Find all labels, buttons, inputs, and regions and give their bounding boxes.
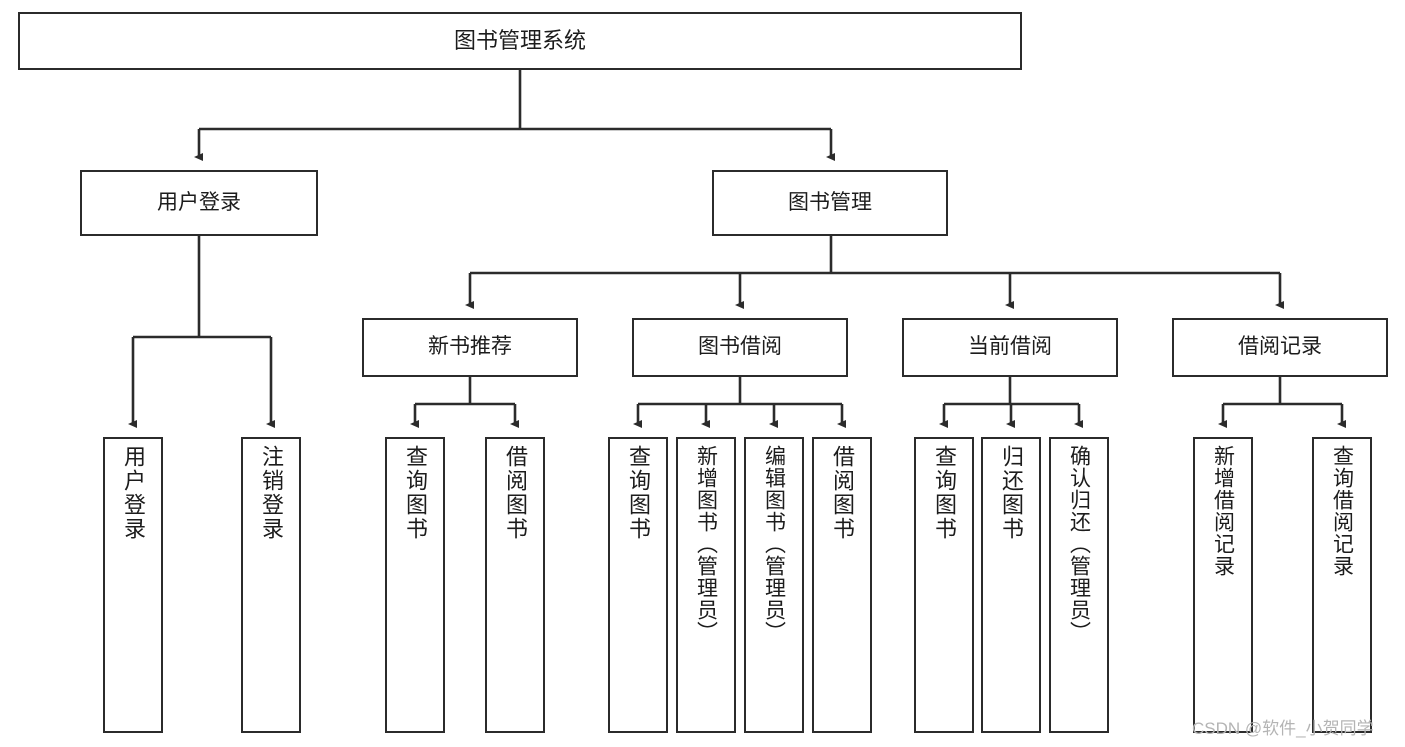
node-root-system[interactable]: 图书管理系统 <box>18 12 1022 70</box>
leaf-current-return-book[interactable]: 归还图书 <box>981 437 1041 733</box>
node-label: 新增借阅记录 <box>1211 445 1235 577</box>
node-label: 查询图书 <box>932 445 957 541</box>
node-label: 确认归还（管理员） <box>1067 445 1091 643</box>
leaf-logout[interactable]: 注销登录 <box>241 437 301 733</box>
leaf-current-query-book[interactable]: 查询图书 <box>914 437 974 733</box>
node-label: 借阅图书 <box>830 445 855 541</box>
node-label: 查询借阅记录 <box>1330 445 1354 577</box>
node-label: 查询图书 <box>626 445 651 541</box>
node-label: 用户登录 <box>157 190 241 214</box>
node-label: 归还图书 <box>999 445 1024 541</box>
node-label: 图书借阅 <box>698 335 782 359</box>
leaf-record-query-borrow-record[interactable]: 查询借阅记录 <box>1312 437 1372 733</box>
node-label: 图书管理系统 <box>453 28 586 54</box>
node-label: 编辑图书（管理员） <box>762 445 786 643</box>
node-label: 新增图书（管理员） <box>694 445 718 643</box>
leaf-borrow-add-book-admin[interactable]: 新增图书（管理员） <box>676 437 736 733</box>
leaf-borrow-edit-book-admin[interactable]: 编辑图书（管理员） <box>744 437 804 733</box>
leaf-borrow-borrow-book[interactable]: 借阅图书 <box>812 437 872 733</box>
node-current-borrow[interactable]: 当前借阅 <box>902 318 1118 377</box>
leaf-borrow-query-book[interactable]: 查询图书 <box>608 437 668 733</box>
node-label: 当前借阅 <box>968 335 1052 359</box>
node-book-management[interactable]: 图书管理 <box>712 170 948 236</box>
leaf-current-confirm-return-admin[interactable]: 确认归还（管理员） <box>1049 437 1109 733</box>
node-borrow-record[interactable]: 借阅记录 <box>1172 318 1388 377</box>
node-label: 借阅记录 <box>1238 335 1322 359</box>
leaf-recommend-query-book[interactable]: 查询图书 <box>385 437 445 733</box>
leaf-recommend-borrow-book[interactable]: 借阅图书 <box>485 437 545 733</box>
node-label: 用户登录 <box>121 445 146 541</box>
node-label: 借阅图书 <box>503 445 528 541</box>
node-user-login[interactable]: 用户登录 <box>80 170 318 236</box>
node-label: 查询图书 <box>403 445 428 541</box>
leaf-record-add-borrow-record[interactable]: 新增借阅记录 <box>1193 437 1253 733</box>
watermark-text: CSDN @软件_小贺同学 <box>1192 719 1374 738</box>
node-label: 注销登录 <box>259 445 284 541</box>
node-new-book-recommend[interactable]: 新书推荐 <box>362 318 578 377</box>
node-label: 新书推荐 <box>428 335 512 359</box>
node-book-borrow[interactable]: 图书借阅 <box>632 318 848 377</box>
leaf-user-login[interactable]: 用户登录 <box>103 437 163 733</box>
node-label: 图书管理 <box>788 190 872 214</box>
